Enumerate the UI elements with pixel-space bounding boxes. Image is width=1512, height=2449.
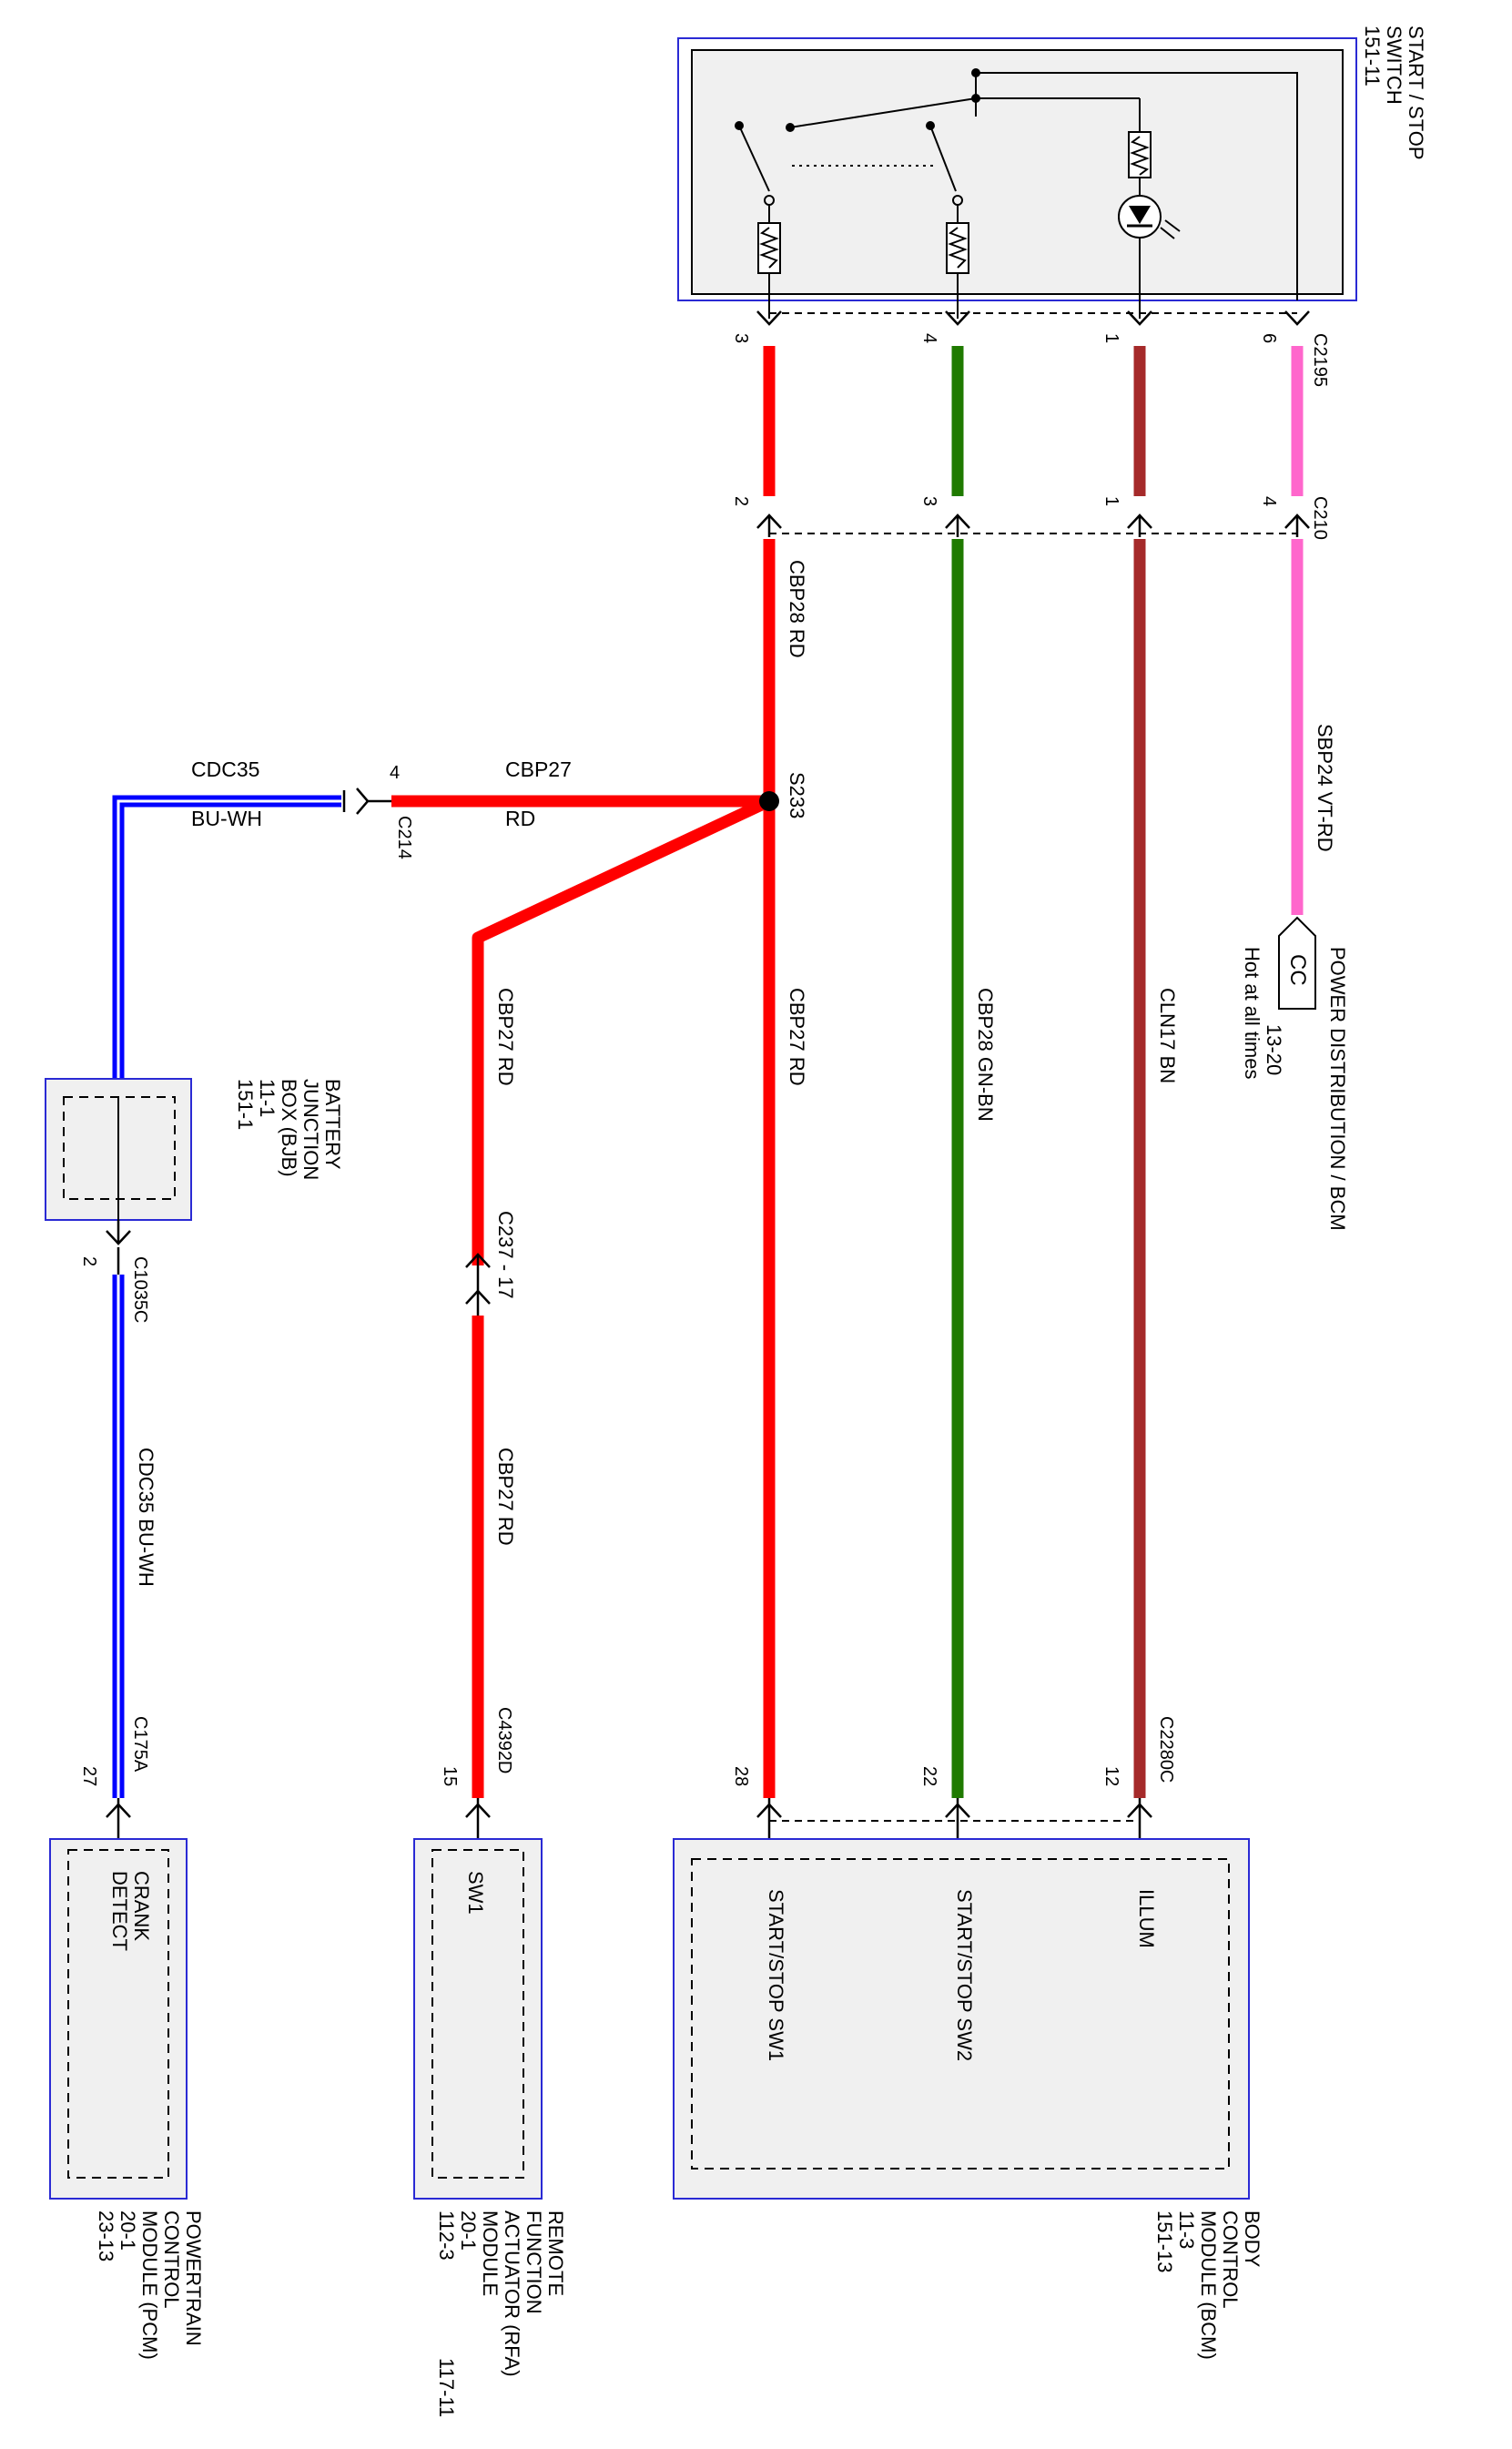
connector-c214: 4 C214 xyxy=(342,763,414,859)
wire-labels: CBP28 RD SBP24 VT-RD CBP27 RD CBP28 GN-B… xyxy=(135,560,1336,1587)
svg-text:FUNCTION: FUNCTION xyxy=(523,2210,545,2314)
wire-label-cbp27-rfa-lower: CBP27 RD xyxy=(494,1448,517,1546)
c2195-pin-3: 3 xyxy=(731,333,751,343)
svg-text:151-11: 151-11 xyxy=(1361,25,1384,86)
svg-text:112-3: 112-3 xyxy=(435,2210,458,2261)
c2280c-pin-22: 22 xyxy=(919,1766,939,1786)
wire-label-cbp28-gnbn: CBP28 GN-BN xyxy=(974,988,997,1122)
splice-s233 xyxy=(759,791,779,811)
wire-cdc35-top xyxy=(112,795,341,1102)
wire-label-cdc35-top-color: BU-WH xyxy=(191,807,262,830)
c210-label: C210 xyxy=(1310,496,1330,540)
c214-pin-4: 4 xyxy=(390,763,400,783)
wire-label-sbp24: SBP24 VT-RD xyxy=(1314,724,1336,852)
c237-label: C237 - 17 xyxy=(494,1211,517,1299)
c210-pin-2: 2 xyxy=(731,496,751,506)
c210-pin-4: 4 xyxy=(1259,496,1279,506)
remote-function-actuator-module: SW1 REMOTE FUNCTION ACTUATOR (RFA) MODUL… xyxy=(413,1838,567,2417)
rfa-pin-sw1: SW1 xyxy=(464,1871,487,1915)
connector-c2280c: 28 22 12 C2280C xyxy=(731,1716,1176,1839)
c210-pin-3: 3 xyxy=(919,496,939,506)
wire-label-cdc35-top: CDC35 xyxy=(191,757,259,781)
svg-text:20-1: 20-1 xyxy=(457,2210,480,2251)
connector-c210: 2 3 1 4 C210 xyxy=(731,496,1330,540)
svg-text:START / STOP: START / STOP xyxy=(1405,25,1427,160)
body-control-module: START/STOP SW1 START/STOP SW2 ILLUM BODY… xyxy=(673,1838,1263,2360)
wire-label-cbp27-top-color: RD xyxy=(505,807,535,830)
c175a-pin-27: 27 xyxy=(79,1766,99,1786)
wire-label-cln17: CLN17 BN xyxy=(1156,988,1179,1083)
c2195-label: C2195 xyxy=(1310,333,1330,387)
connector-c237: C237 - 17 xyxy=(465,1211,517,1316)
svg-text:BATTERY: BATTERY xyxy=(321,1079,344,1170)
connector-c1035c: 2 C1035C xyxy=(79,1247,150,1323)
wire-label-cbp27-rfa-upper: CBP27 RD xyxy=(494,988,517,1086)
wires: S233 xyxy=(112,346,1304,1798)
svg-text:MODULE (PCM): MODULE (PCM) xyxy=(138,2210,161,2360)
c210-pin-1: 1 xyxy=(1101,496,1121,506)
power-distribution-tag: CC xyxy=(1285,954,1310,986)
svg-text:CONTROL: CONTROL xyxy=(160,2210,183,2309)
svg-text:JUNCTION: JUNCTION xyxy=(299,1079,322,1180)
battery-junction-box: BATTERY JUNCTION BOX (BJB) 11-1 151-1 xyxy=(45,1078,344,1245)
c4392d-pin-15: 15 xyxy=(440,1766,460,1786)
c1035c-pin-2: 2 xyxy=(79,1256,99,1266)
bcm-pin-start-stop-sw2: START/STOP SW2 xyxy=(953,1889,976,2061)
svg-text:MODULE (BCM): MODULE (BCM) xyxy=(1197,2210,1220,2360)
pcm-pin-detect: DETECT xyxy=(108,1871,131,1951)
c4392d-label: C4392D xyxy=(494,1707,514,1773)
svg-text:POWERTRAIN: POWERTRAIN xyxy=(182,2210,205,2346)
connector-c175a: 27 C175A xyxy=(79,1716,150,1839)
svg-text:SWITCH: SWITCH xyxy=(1383,25,1405,105)
pcm-pin-crank: CRANK xyxy=(130,1871,153,1941)
power-distribution-title: POWER DISTRIBUTION / BCM xyxy=(1326,947,1349,1231)
bcm-pin-start-stop-sw1: START/STOP SW1 xyxy=(765,1889,787,2061)
svg-text:CONTROL: CONTROL xyxy=(1219,2210,1242,2309)
c1035c-label: C1035C xyxy=(130,1256,150,1323)
svg-text:REMOTE: REMOTE xyxy=(544,2210,567,2296)
wire-label-cbp27-main: CBP27 RD xyxy=(786,988,808,1086)
c175a-label: C175A xyxy=(130,1716,150,1773)
wire-label-cbp27-top: CBP27 xyxy=(505,757,572,781)
power-distribution: CC POWER DISTRIBUTION / BCM 13-20 Hot at… xyxy=(1241,916,1349,1231)
svg-text:11-1: 11-1 xyxy=(256,1079,279,1117)
bcm-pin-illum: ILLUM xyxy=(1135,1889,1158,1948)
svg-text:23-13: 23-13 xyxy=(95,2210,117,2261)
powertrain-control-module: CRANK DETECT POWERTRAIN CONTROL MODULE (… xyxy=(49,1838,205,2360)
c2195-pin-4: 4 xyxy=(919,333,939,343)
connector-c4392d: 15 C4392D xyxy=(440,1707,514,1839)
svg-text:BODY: BODY xyxy=(1241,2210,1263,2268)
c2195-pin-6: 6 xyxy=(1259,333,1279,343)
start-stop-switch: START / STOP SWITCH 151-11 xyxy=(677,25,1427,319)
svg-text:151-13: 151-13 xyxy=(1153,2210,1176,2273)
wire-label-cdc35-bjb: CDC35 BU-WH xyxy=(135,1448,157,1587)
c2280c-pin-28: 28 xyxy=(731,1766,751,1786)
power-distribution-note: Hot at all times xyxy=(1241,947,1263,1080)
wire-label-cbp28-rd: CBP28 RD xyxy=(786,560,808,658)
svg-text:20-1: 20-1 xyxy=(117,2210,139,2251)
start-stop-switch-label: START / STOP SWITCH 151-11 xyxy=(1361,25,1427,160)
svg-text:11-3: 11-3 xyxy=(1175,2210,1198,2249)
svg-text:151-1: 151-1 xyxy=(234,1079,257,1130)
c2280c-pin-12: 12 xyxy=(1101,1766,1121,1786)
c2195-pin-1: 1 xyxy=(1101,333,1121,343)
svg-text:117-11: 117-11 xyxy=(435,2358,458,2417)
splice-s233-label: S233 xyxy=(786,772,808,818)
svg-text:MODULE: MODULE xyxy=(479,2210,502,2296)
connector-c2195: 3 4 1 6 C2195 xyxy=(731,310,1330,387)
power-distribution-page: 13-20 xyxy=(1263,1024,1285,1075)
c2280c-label: C2280C xyxy=(1156,1716,1176,1783)
c214-label: C214 xyxy=(394,816,414,859)
svg-text:ACTUATOR (RFA): ACTUATOR (RFA) xyxy=(501,2210,523,2377)
wire-cbp27-rfa-upper xyxy=(472,796,772,1265)
svg-text:BOX (BJB): BOX (BJB) xyxy=(278,1079,300,1177)
